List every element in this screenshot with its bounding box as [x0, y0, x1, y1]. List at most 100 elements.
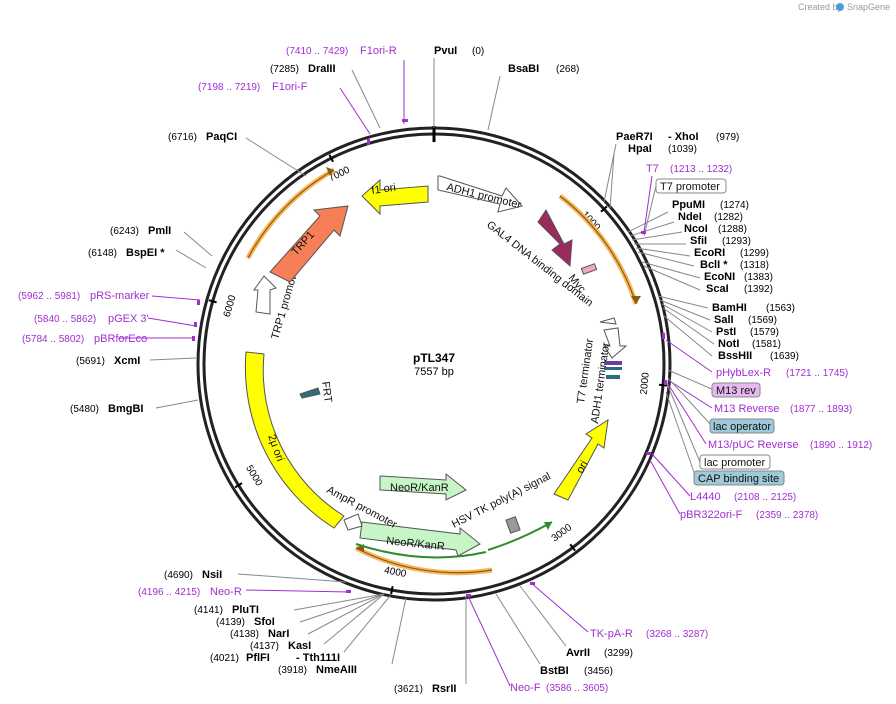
primer-label[interactable]: pGEX 3' — [108, 313, 149, 325]
feature-f1-ori[interactable] — [361, 178, 429, 216]
enzyme-position: (5480) — [70, 404, 99, 415]
enzyme-label[interactable]: PvuI — [434, 45, 457, 57]
primer-label[interactable]: L4440 — [690, 491, 721, 503]
feature-label-f1-ori: f1 ori — [371, 182, 397, 197]
feature-trp1[interactable] — [269, 205, 349, 283]
feature-trp1-promoter[interactable] — [253, 275, 277, 315]
enzyme-label[interactable]: XcmI — [114, 355, 140, 367]
enzyme-position: (1383) — [744, 272, 773, 283]
enzyme-label[interactable]: RsrII — [432, 683, 456, 695]
enzyme-position: (3299) — [604, 648, 633, 659]
primer-position: (1890 .. 1912) — [810, 440, 872, 451]
boxed-label-bg — [693, 470, 785, 486]
tick-mark — [569, 543, 576, 552]
enzyme-label[interactable]: NmeAIII — [316, 664, 357, 676]
feature-label-neor-small: NeoR/KanR — [390, 482, 449, 494]
primer-label[interactable]: M13 Reverse — [714, 403, 779, 415]
primer-label[interactable]: pHybLex-R — [716, 367, 771, 379]
primer-position: (2359 .. 2378) — [756, 510, 818, 521]
enzyme-position: (1581) — [752, 339, 781, 350]
feature-mcs-teal — [604, 367, 622, 370]
enzyme-label[interactable]: BstBI — [540, 665, 569, 677]
primer-label[interactable]: TK-pA-R — [590, 628, 633, 640]
enzyme-label[interactable]: SfiI — [690, 235, 707, 247]
primer-position: (5840 .. 5862) — [34, 314, 96, 325]
enzyme-label[interactable]: PpuMI — [672, 199, 705, 211]
enzyme-label[interactable]: PaqCI — [206, 131, 237, 143]
primer-label[interactable]: T7 — [646, 163, 659, 175]
enzyme-label[interactable]: DraIII — [308, 63, 336, 75]
enzyme-label[interactable]: PluTI — [232, 604, 259, 616]
primer-label[interactable]: F1ori-F — [272, 81, 308, 93]
feature-frt[interactable] — [299, 387, 321, 399]
boxed-label-m13-rev[interactable]: M13 rev — [716, 385, 756, 397]
feature-neor-kanr-small[interactable] — [379, 472, 467, 501]
enzyme-label[interactable]: HpaI — [628, 143, 652, 155]
enzyme-label[interactable]: EcoNI — [704, 271, 735, 283]
enzyme-label[interactable]: KasI — [288, 640, 311, 652]
primer-label[interactable]: pBRforEco — [94, 333, 147, 345]
tick-label: 2000 — [639, 371, 652, 395]
enzyme-position: (1563) — [766, 303, 795, 314]
feature-ampr-promoter[interactable] — [343, 513, 363, 531]
enzyme-label[interactable]: BspEI * — [126, 247, 165, 259]
feature-neor-kanr-large[interactable] — [359, 521, 481, 557]
enzyme-position: (1293) — [722, 236, 751, 247]
feature-adh1-terminator[interactable] — [603, 327, 628, 359]
enzyme-label[interactable]: BmgBI — [108, 403, 143, 415]
enzyme-label[interactable]: NsiI — [202, 569, 222, 581]
enzyme-position: (268) — [556, 64, 579, 75]
enzyme-label[interactable]: ScaI — [706, 283, 729, 295]
boxed-label-cap-binding-site[interactable]: CAP binding site — [698, 473, 779, 485]
orf-arc-neo — [354, 545, 493, 576]
feature-myc[interactable] — [580, 263, 598, 275]
primer-label[interactable]: M13/pUC Reverse — [708, 439, 798, 451]
enzyme-position: (0) — [472, 46, 484, 57]
enzyme-label[interactable]: PstI — [716, 326, 736, 338]
tick-mark — [328, 154, 334, 163]
enzyme-label[interactable]: NarI — [268, 628, 289, 640]
enzyme-label[interactable]: SalI — [714, 314, 734, 326]
feature-adh1-promoter[interactable] — [437, 175, 523, 213]
enzyme-label[interactable]: NotI — [718, 338, 739, 350]
enzyme-position: (1579) — [750, 327, 779, 338]
snapgene-logo-icon — [836, 3, 844, 11]
feature-t7-terminator[interactable] — [599, 317, 617, 325]
feature-ori[interactable] — [553, 418, 609, 501]
enzyme-label[interactable]: EcoRI — [694, 247, 725, 259]
feature-hsv-tk-polya[interactable] — [505, 516, 521, 534]
feature-2mu-ori[interactable] — [244, 351, 345, 529]
feature-label-gal4-dbd: GAL4 DNA binding domain — [484, 219, 595, 309]
boxed-label-lac-promoter[interactable]: lac promoter — [704, 457, 765, 469]
boxed-label-bg — [655, 178, 727, 194]
tick-mark — [390, 585, 394, 595]
feature-gal4-dbd[interactable] — [537, 209, 573, 268]
boxed-label-bg — [711, 382, 761, 398]
primer-label[interactable]: Neo-F — [510, 682, 541, 694]
enzyme-label[interactable]: BsaBI — [508, 63, 539, 75]
primer-site-marks — [192, 119, 667, 597]
enzyme-label[interactable]: BclI * — [700, 259, 728, 271]
primer-label[interactable]: F1ori-R — [360, 45, 397, 57]
primer-label[interactable]: pBR322ori-F — [680, 509, 743, 521]
enzyme-alias[interactable]: - Tth111I — [296, 652, 340, 664]
boxed-label-t7-promoter[interactable]: T7 promoter — [660, 181, 720, 193]
enzyme-label[interactable]: SfoI — [254, 616, 275, 628]
enzyme-alias[interactable]: - XhoI — [668, 131, 699, 143]
enzyme-label[interactable]: BssHII — [718, 350, 752, 362]
enzyme-label[interactable]: PflFI — [246, 652, 270, 664]
enzyme-label[interactable]: NdeI — [678, 211, 702, 223]
orf-arcs — [245, 167, 641, 576]
enzyme-label[interactable]: PmlI — [148, 225, 171, 237]
primer-position: (7198 .. 7219) — [198, 82, 260, 93]
enzyme-label[interactable]: BamHI — [712, 302, 747, 314]
boxed-label-lac-operator[interactable]: lac operator — [713, 421, 771, 433]
primer-label[interactable]: pRS-marker — [90, 290, 150, 302]
primer-label[interactable]: Neo-R — [210, 586, 242, 598]
snapgene-brand: SnapGene — [847, 2, 890, 12]
enzyme-position: (3456) — [584, 666, 613, 677]
primer-position: (3586 .. 3605) — [546, 683, 608, 694]
enzyme-label[interactable]: NcoI — [684, 223, 708, 235]
enzyme-label[interactable]: AvrII — [566, 647, 590, 659]
enzyme-label[interactable]: PaeR7I — [616, 131, 653, 143]
